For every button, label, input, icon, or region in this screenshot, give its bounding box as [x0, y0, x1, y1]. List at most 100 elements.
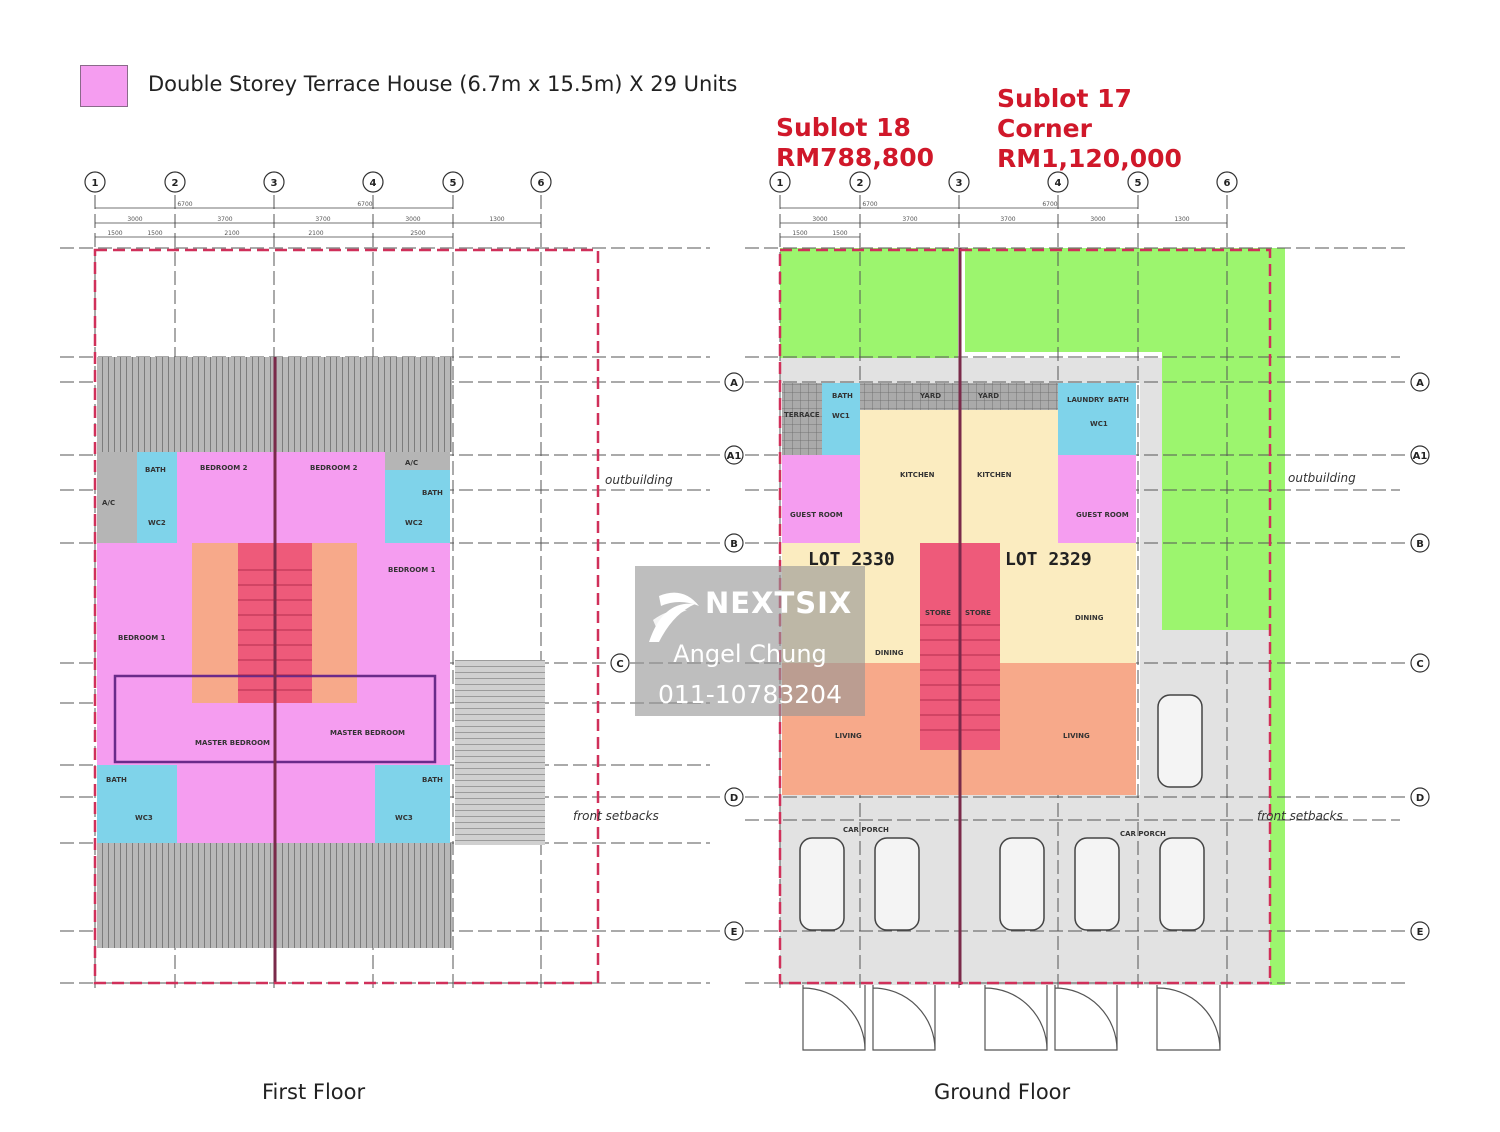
dim-bay: 3700: [217, 216, 232, 223]
grid-col-5: 5: [450, 178, 457, 189]
porch-roof: [455, 660, 545, 845]
guest-room-right: [1058, 455, 1136, 543]
label-store-right: STORE: [965, 609, 991, 617]
label-dining-right: DINING: [1075, 614, 1104, 622]
terrace: [782, 383, 822, 455]
car-icon: [874, 837, 920, 931]
cars: [799, 694, 1205, 931]
label-guest-right: GUEST ROOM: [1076, 511, 1129, 519]
label-wc1-right: WC1: [1090, 420, 1108, 428]
dim-sub: 2500: [410, 230, 425, 237]
gf-column-bubbles: [769, 171, 1238, 193]
label-bath-right: BATH: [1108, 396, 1129, 404]
row-bubbles: [610, 372, 1430, 941]
dim-overall: 6700: [862, 201, 877, 208]
sublot-18-label: Sublot 18 RM788,800: [776, 113, 934, 173]
label-yard-right: YARD: [977, 392, 999, 400]
watermark-phone: 011-10783204: [658, 680, 842, 709]
dim-overall: 6700: [1042, 201, 1057, 208]
legend-label: Double Storey Terrace House (6.7m x 15.5…: [148, 72, 738, 96]
watermark-agent-name: Angel Chung: [673, 640, 827, 668]
legend-swatch: [80, 65, 128, 107]
note-outbuilding-ff: outbuilding: [605, 473, 673, 487]
car-icon: [999, 837, 1045, 931]
sublot-17-price: RM1,120,000: [997, 144, 1182, 173]
landing-right: [312, 543, 357, 703]
label-guest-left: GUEST ROOM: [790, 511, 843, 519]
label-living-left: LIVING: [835, 732, 862, 740]
label-store-left: STORE: [925, 609, 951, 617]
label-carporch-right: CAR PORCH: [1120, 830, 1166, 838]
bedroom2-right: [275, 452, 385, 543]
ac-ledge-right: [385, 452, 450, 470]
side-garden: [1162, 352, 1285, 630]
nextsix-logo-icon: [649, 592, 699, 642]
bath-right: [385, 470, 450, 543]
stair-treads: [238, 569, 312, 691]
grid-row-a1: A1: [727, 451, 742, 462]
grid-col-2: 2: [172, 178, 179, 189]
label-bedroom2-right: BEDROOM 2: [310, 464, 358, 472]
car-icon: [1157, 694, 1203, 788]
label-bath-front-left: BATH: [106, 776, 127, 784]
sublot-17-title: Sublot 17: [997, 84, 1132, 113]
bath-left: [137, 452, 177, 543]
label-bedroom1-left: BEDROOM 1: [118, 634, 166, 642]
rear-garden-lot-2330: [780, 248, 958, 358]
label-ac-right: A/C: [405, 459, 418, 467]
ground-floor-caption: Ground Floor: [934, 1080, 1071, 1104]
label-laundry: LAUNDRY: [1067, 396, 1105, 404]
note-setbacks-ff: front setbacks: [573, 809, 659, 823]
car-icon: [1074, 837, 1120, 931]
first-floor-plan: A/C A/C BATH BATH WC2 WC2 BEDROOM 2 BEDR…: [60, 195, 720, 990]
grid-row-c: C: [1416, 659, 1423, 670]
dim-sub: 1500: [792, 230, 807, 237]
rear-service-lane: [780, 358, 1162, 383]
label-terrace: TERRACE: [784, 411, 820, 419]
note-setbacks-gf: front setbacks: [1257, 809, 1343, 823]
dim-bay: 1300: [489, 216, 504, 223]
grid-col-4: 4: [1055, 178, 1062, 189]
label-bath-right: BATH: [422, 489, 443, 497]
grid-col-5: 5: [1135, 178, 1142, 189]
landing-left: [192, 543, 238, 703]
bedroom1-right: [357, 543, 450, 663]
grid-col-6: 6: [538, 178, 545, 189]
dim-bay: 3000: [812, 216, 827, 223]
sublot-18-title: Sublot 18: [776, 113, 911, 142]
grid-bubbles: [84, 171, 1430, 941]
dim-bay: 3000: [127, 216, 142, 223]
dim-sub: 2100: [308, 230, 323, 237]
dim-sub: 1500: [147, 230, 162, 237]
guest-room-left: [782, 455, 860, 543]
dim-bay: 3700: [315, 216, 330, 223]
dim-overall: 6700: [177, 201, 192, 208]
label-wc2-left: WC2: [148, 519, 166, 527]
grid-row-a: A: [1416, 378, 1424, 389]
gates: [802, 985, 1221, 1051]
lot-2330-label: LOT 2330: [808, 549, 895, 570]
dim-bay: 3700: [902, 216, 917, 223]
watermark-brand: NEXTSIX: [705, 586, 853, 620]
grid-col-1: 1: [92, 178, 99, 189]
label-ac-left: A/C: [102, 499, 115, 507]
label-wc2-right: WC2: [405, 519, 423, 527]
plot-boundary: [93, 248, 600, 985]
label-bath-left: BATH: [832, 392, 853, 400]
grid-row-a: A: [730, 378, 738, 389]
ground-floor-plan: LOT 2330 LOT 2329 TERRACE BATH WC1 YARD …: [745, 195, 1410, 1051]
label-bedroom2-left: BEDROOM 2: [200, 464, 248, 472]
dim-sub: 2100: [224, 230, 239, 237]
side-garden-strip: [1270, 630, 1285, 985]
sublot-17-corner: Corner: [997, 114, 1092, 143]
dim-bay: 1300: [1174, 216, 1189, 223]
dim-sub: 1500: [832, 230, 847, 237]
label-kitchen-right: KITCHEN: [977, 471, 1012, 479]
dim-bay: 3000: [1090, 216, 1105, 223]
grid-row-b: B: [1416, 539, 1424, 550]
grid-col-6: 6: [1224, 178, 1231, 189]
dim-bay: 3000: [405, 216, 420, 223]
grid-row-b: B: [730, 539, 738, 550]
dim-overall: 6700: [357, 201, 372, 208]
